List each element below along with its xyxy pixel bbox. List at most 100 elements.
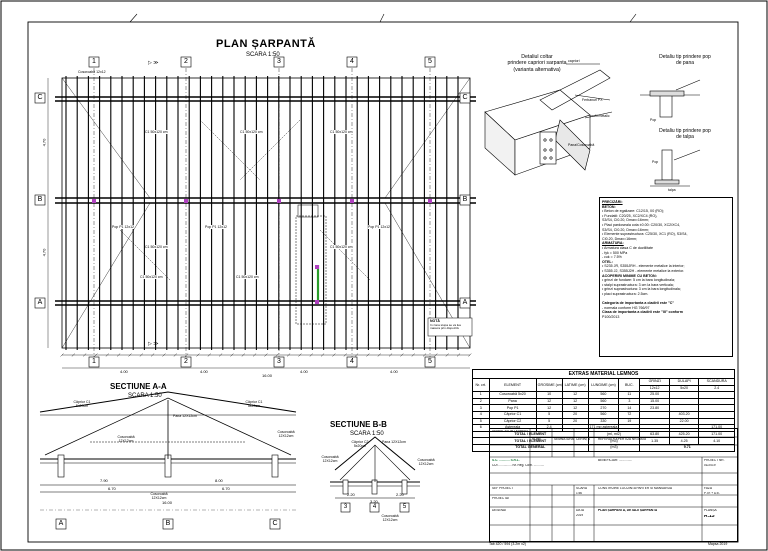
plan-note-text: In zona stupa se va lua masura prin disp… [430,323,461,331]
materials-header-cell: LUNGIME (cm) [587,377,620,393]
axis-label-5-top: 5 [428,58,432,65]
table-cell: Căprior C1 [488,410,537,419]
table-cell: 11 [618,391,641,399]
table-cell: 3 [472,404,490,412]
materials-subheader-cell: 2.4 [698,384,735,393]
table-cell: 22.00 [668,417,700,426]
section-bb-axis-4: 4 [372,504,377,510]
table-cell: 12 [561,391,589,399]
dim-tick [275,353,279,357]
dim-tick [388,353,393,357]
section-aa-scale: SCARA 1:50 [128,393,162,399]
dim-tick [139,353,143,357]
notes-line: • Elemente suprastructura: C25/30, XC1 (… [602,232,688,237]
dim-tick [434,353,438,357]
tb-plansa-value: R.13 [704,515,715,519]
dim-tick [128,353,132,357]
plan-top-label: Cosoroabă 12x12 [78,70,106,74]
dim-tick [343,353,347,357]
notes-line: • Placi pardoseala cota ±0.00: C20/30, X… [602,222,681,227]
section-aa-axis-c: C [272,520,278,527]
dim-tick [71,353,75,357]
tb-faza-value: P.Th + D.E. [704,492,721,495]
tb-data-label: DATA [576,509,585,512]
notes-line: • Fundatii: C20/25, XC2/XC4 (RO), [602,213,658,218]
dim-tick [332,353,336,357]
notes-line: ARMATURA: [602,241,624,246]
table-cell: 330 [587,417,620,426]
tb-referat-label: REFERAT/EXPERTIZA NR./DATA [598,438,647,441]
notes-line: S3/S4, CI0.20, Dmax=16mm; [602,218,649,223]
notes-line: • Beton de egalizare: C12/15, X0 (RO); [602,209,664,214]
table-cell: 3 [618,397,641,406]
dim-tick [411,353,415,357]
detail-callout-pana: Pana/Cosoroabă [568,143,595,147]
axis-label-1-bottom: 1 [92,358,96,365]
section-aa-axis-a: A [58,520,64,527]
section-aa-dim-5: 8.00 [215,478,223,483]
dim-tick [162,353,166,357]
dim-tick [400,353,404,357]
section-bb-axis-5: 5 [402,504,407,510]
section-bb-scale: SCARA 1:50 [350,431,384,437]
tb-nume-label: NUME [532,438,542,441]
tb-object-title: CONSTRUIRE LOCUINTA PARTER SI MANSARDA [598,487,673,490]
print-scale-label: Tab 420 / 594 (3.2m x2) [489,542,526,546]
table-cell: 403.20 [668,410,700,419]
section-bb-title: SECTIUNE B-B [330,420,387,429]
dim-tick [150,353,155,357]
dim-tick [366,353,370,357]
notes-line: • grinzi suprastructura: 3 cm la bara lo… [602,287,681,292]
table-cell: 14 [618,404,641,412]
materials-header-cell: ELEMENT [488,377,537,393]
tb-semnatura-label: SEMNATURA [554,438,574,441]
notes-heading: PRECIZĂRI: [602,200,623,204]
table-cell: Pop P1 [488,404,537,412]
section-aa-dim-1: 6.70 [108,486,116,491]
dim-tick [264,353,268,357]
materials-header-cell: GROSIME (cm) [535,377,563,393]
table-cell [698,410,735,419]
table-cell: 72 [618,410,641,419]
notes-line: OTEL: [602,259,613,264]
rafter-label-4: C1 50x120 cm [145,245,168,250]
table-cell [668,397,700,406]
section-bb-dim-2: 3.20 [370,499,378,504]
axis-label-c-right: C [462,94,468,101]
plan-dim-total: 16.00 [262,373,273,378]
axis-label-b-right: B [462,196,468,203]
section-aa-label-2: Căprior C1 5x20cm [245,400,263,409]
table-cell: 5 [472,417,490,426]
tb-beneficiar: BENEFICIAR: ............... [598,459,633,462]
svg-text:▷ ≫: ▷ ≫ [148,60,158,66]
section-aa-dim-3: 16.00 [162,500,173,505]
notes-line: - normala conform HG 766/97 [602,305,650,310]
materials-subheader-cell: 12x12 [639,384,670,393]
section-aa-dim-2: 6.70 [222,486,230,491]
plan-dim-span-2: 4.00 [300,369,308,374]
table-cell: 12 [535,397,563,406]
section-bb-label-2: Pana 12X12cm [382,440,406,444]
axis-label-a-right: A [462,299,468,306]
materials-header-cell: GRINZI [639,378,670,386]
table-cell: 12 [561,404,589,412]
table-cell [698,397,735,406]
dim-tick [94,353,98,357]
table-cell: 25.00 [639,391,670,399]
plan-note-title: NOTĂ [430,319,440,323]
table-cell: 23.80 [639,404,670,412]
dim-tick [286,353,291,357]
table-cell [698,417,735,426]
notes-line: • Armatura clasa C de ductilitate [602,245,653,250]
section-aa-label-5: Cosoroabă 12X12cm [277,430,295,439]
table-cell: Cosoroabă 5x20 [488,391,537,399]
table-cell: 10 [535,391,563,399]
dim-tick [468,353,472,357]
table-cell: 5 [535,417,563,426]
detail-pop-talpa-title: Detaliu tip prindere pop de talpa [659,128,711,140]
svg-text:▷ ≫: ▷ ≫ [148,341,158,347]
pillar-label-1: Pop P1 12x12 [112,225,134,230]
dim-tick [83,353,87,357]
tb-firm-detail: CUI ............... Nr. Reg. Com. ......… [492,464,545,467]
